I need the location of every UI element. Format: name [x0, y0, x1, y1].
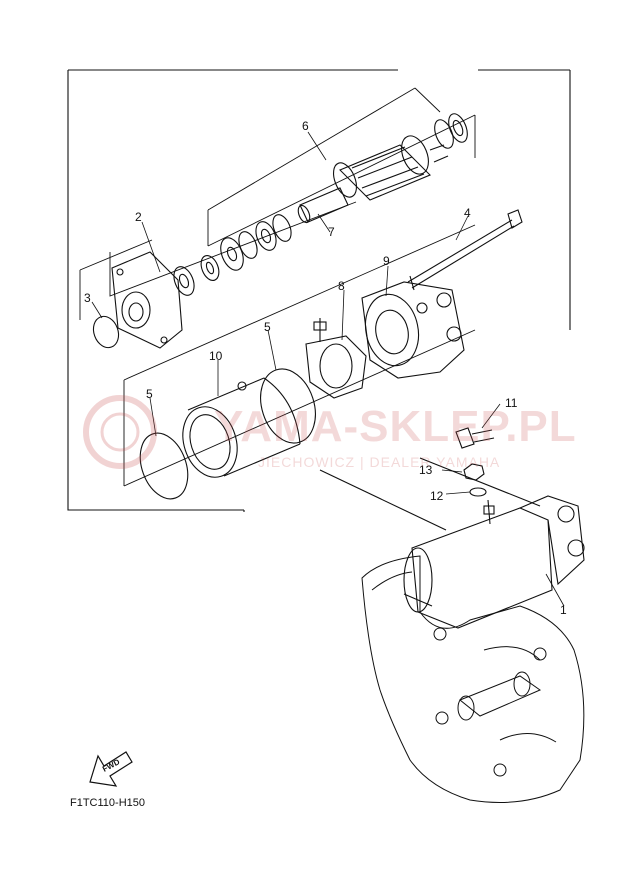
detail-box-frame: [67, 69, 571, 512]
bolt-part-4: [407, 209, 523, 291]
callout-label: 8: [338, 279, 345, 293]
callout-label: 5: [146, 387, 153, 401]
callout-label: 6: [302, 119, 309, 133]
bearing-part-2: [173, 266, 195, 296]
washer-part-12: [469, 487, 487, 497]
crankcase-outline: [361, 555, 585, 803]
end-cover-part-9: [361, 281, 465, 379]
o-ring-part-3: [92, 315, 120, 349]
callout-label: 7: [328, 225, 335, 239]
washers-upper: [434, 113, 468, 149]
watermark-logo: [83, 395, 157, 469]
callout-label: 9: [383, 254, 390, 268]
callout-label: 13: [419, 463, 433, 477]
front-cover: [111, 251, 183, 349]
brush-holder-part-8: [305, 318, 367, 399]
assembly-brackets: [79, 87, 476, 487]
watermark-subtext: JIECHOWICZ | DEALER YAMAHA: [258, 454, 501, 470]
callout-label: 4: [464, 206, 471, 220]
callout-label: 2: [135, 210, 142, 224]
armature-part-6: [297, 135, 449, 224]
detail-leader-lines: [319, 457, 541, 531]
watermark-text: YAMA-SKLEP.PL: [214, 402, 577, 451]
starter-motor-part-1: [403, 495, 585, 629]
fwd-arrow-icon: [89, 751, 133, 787]
bolt-part-11: [455, 427, 495, 449]
callout-label: 11: [505, 396, 518, 410]
callout-label: 3: [84, 291, 91, 305]
callout-label: 5: [264, 320, 271, 334]
callout-leaders: [91, 131, 565, 607]
o-ring-part-5-lower: [139, 432, 189, 500]
callout-label: 10: [209, 349, 223, 363]
callout-label: 12: [430, 489, 444, 503]
nut-part-13: [463, 463, 485, 481]
yoke-part-10: [182, 377, 301, 478]
callout-label: 1: [560, 603, 567, 617]
figure-code: F1TC110-H150: [70, 797, 145, 809]
washers-lower: [200, 214, 292, 281]
